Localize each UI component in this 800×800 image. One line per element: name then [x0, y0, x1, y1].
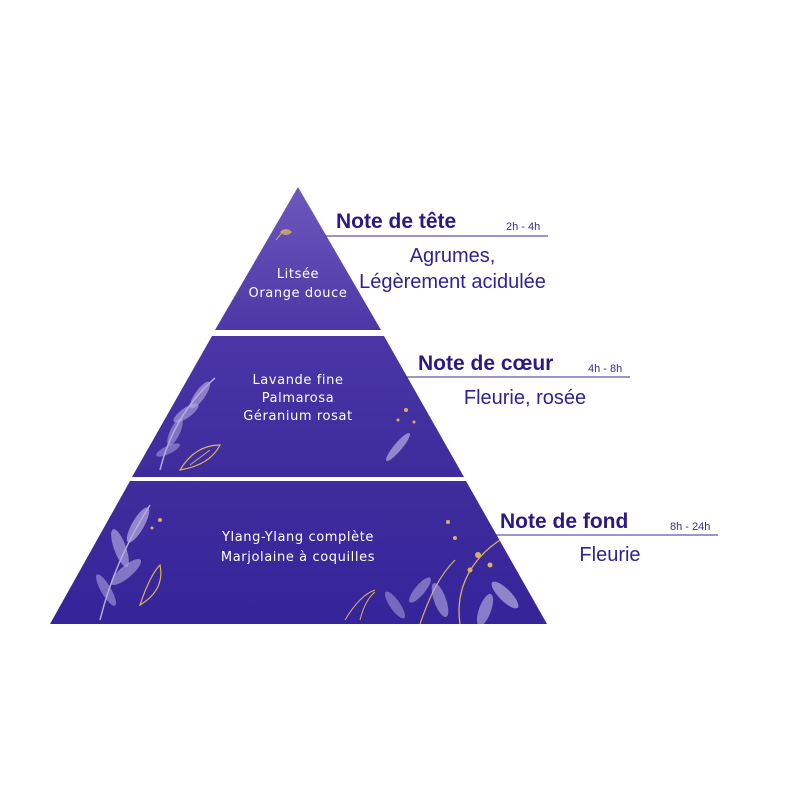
pyramid-tier-top [215, 187, 381, 330]
note-time-top: 2h - 4h [506, 221, 541, 233]
note-title-middle: Note de cœur [418, 352, 554, 375]
ingredient: Ylang-Ylang complète [221, 530, 375, 545]
note-description-bottom: Fleurie [560, 542, 660, 568]
note-time-middle: 4h - 8h [588, 363, 623, 375]
note-time-bottom: 8h - 24h [670, 521, 711, 533]
note-description-middle: Fleurie, rosée [450, 385, 600, 411]
note-title-bottom: Note de fond [500, 510, 629, 533]
ingredient: Litsée [276, 267, 320, 282]
description-line: Fleurie, rosée [463, 387, 587, 409]
ingredient: Orange douce [248, 286, 348, 301]
description-line: Agrumes, [409, 245, 496, 267]
leaf-decoration-middle [156, 377, 416, 471]
leaf-decoration-bottom [96, 504, 519, 624]
pyramid-tier-middle [132, 336, 464, 477]
description-line: Légèrement acidulée [359, 271, 546, 293]
tier-bottom-ingredients: Ylang-Ylang complète Marjolaine à coquil… [178, 528, 418, 568]
ingredient: Marjolaine à coquilles [220, 550, 376, 565]
tier-top-ingredients: Litsée Orange douce [218, 265, 378, 303]
ingredient: Géranium rosat [243, 409, 353, 424]
ingredient: Palmarosa [261, 391, 335, 406]
note-title-top: Note de tête [336, 210, 457, 233]
leaf-decoration-top [275, 229, 292, 241]
tier-middle-ingredients: Lavande fine Palmarosa Géranium rosat [198, 372, 398, 426]
ingredient: Lavande fine [252, 373, 344, 388]
note-description-top: Agrumes, Légèrement acidulée [350, 243, 555, 295]
description-line: Fleurie [579, 544, 641, 566]
